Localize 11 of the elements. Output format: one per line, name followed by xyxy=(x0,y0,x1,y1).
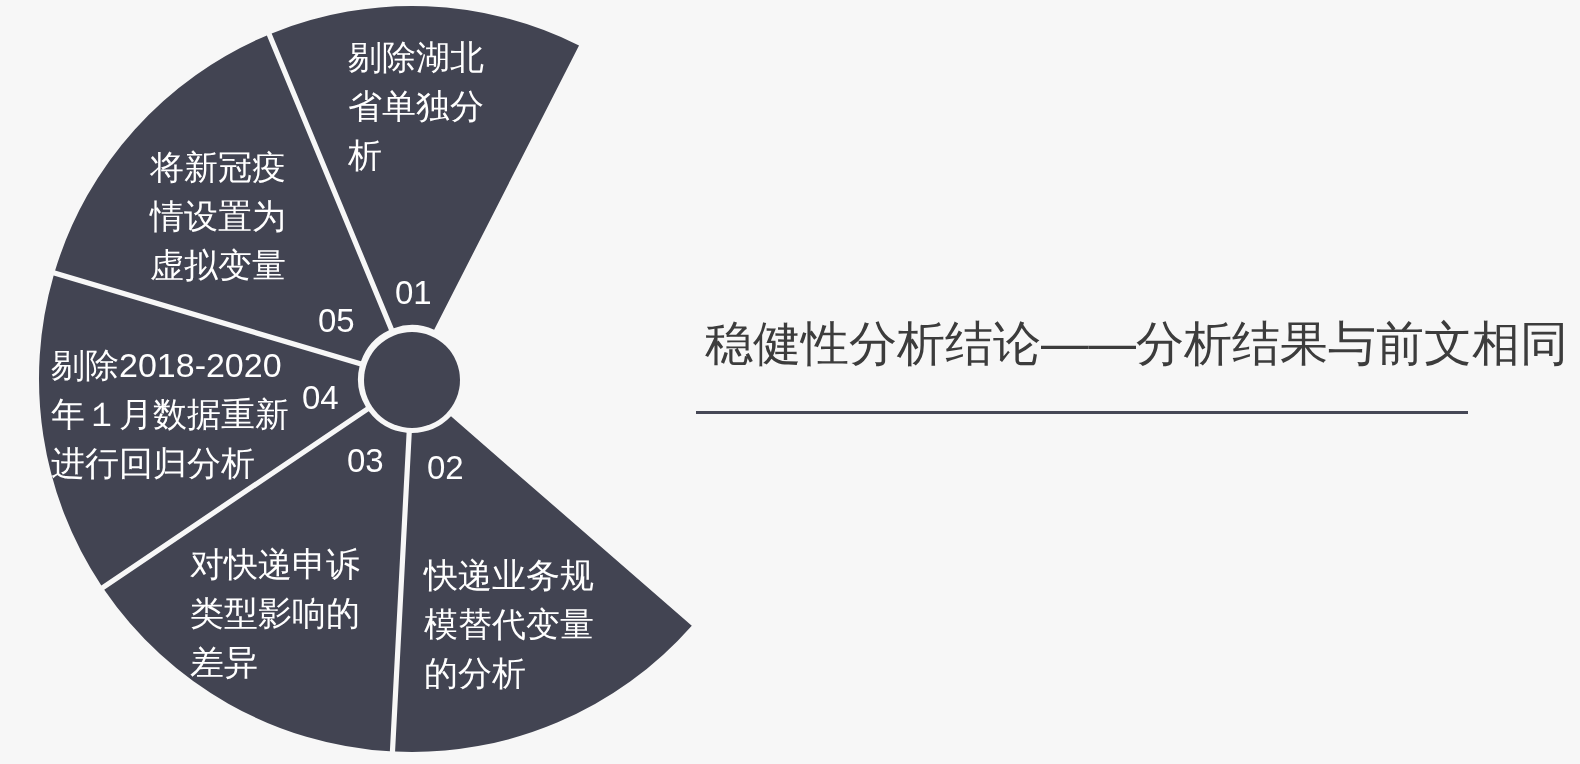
title-text: 稳健性分析结论——分析结果与前文相同 xyxy=(705,317,1568,371)
sector-number: 02 xyxy=(427,451,464,484)
sector-number: 03 xyxy=(347,444,384,477)
sector-number: 01 xyxy=(395,276,432,309)
sector-text: 将新冠疫情设置为虚拟变量 xyxy=(150,147,287,286)
sector-number: 05 xyxy=(318,304,355,337)
sector-text: 快递业务规模替代变量的分析 xyxy=(424,555,595,694)
sector-text: 对快递申诉类型影响的差异 xyxy=(190,544,361,683)
sector-number: 04 xyxy=(302,381,339,414)
sector-text: 剔除湖北省单独分析 xyxy=(348,37,485,176)
sector-text: 剔除2018-2020年１月数据重新进行回归分析 xyxy=(51,345,290,484)
